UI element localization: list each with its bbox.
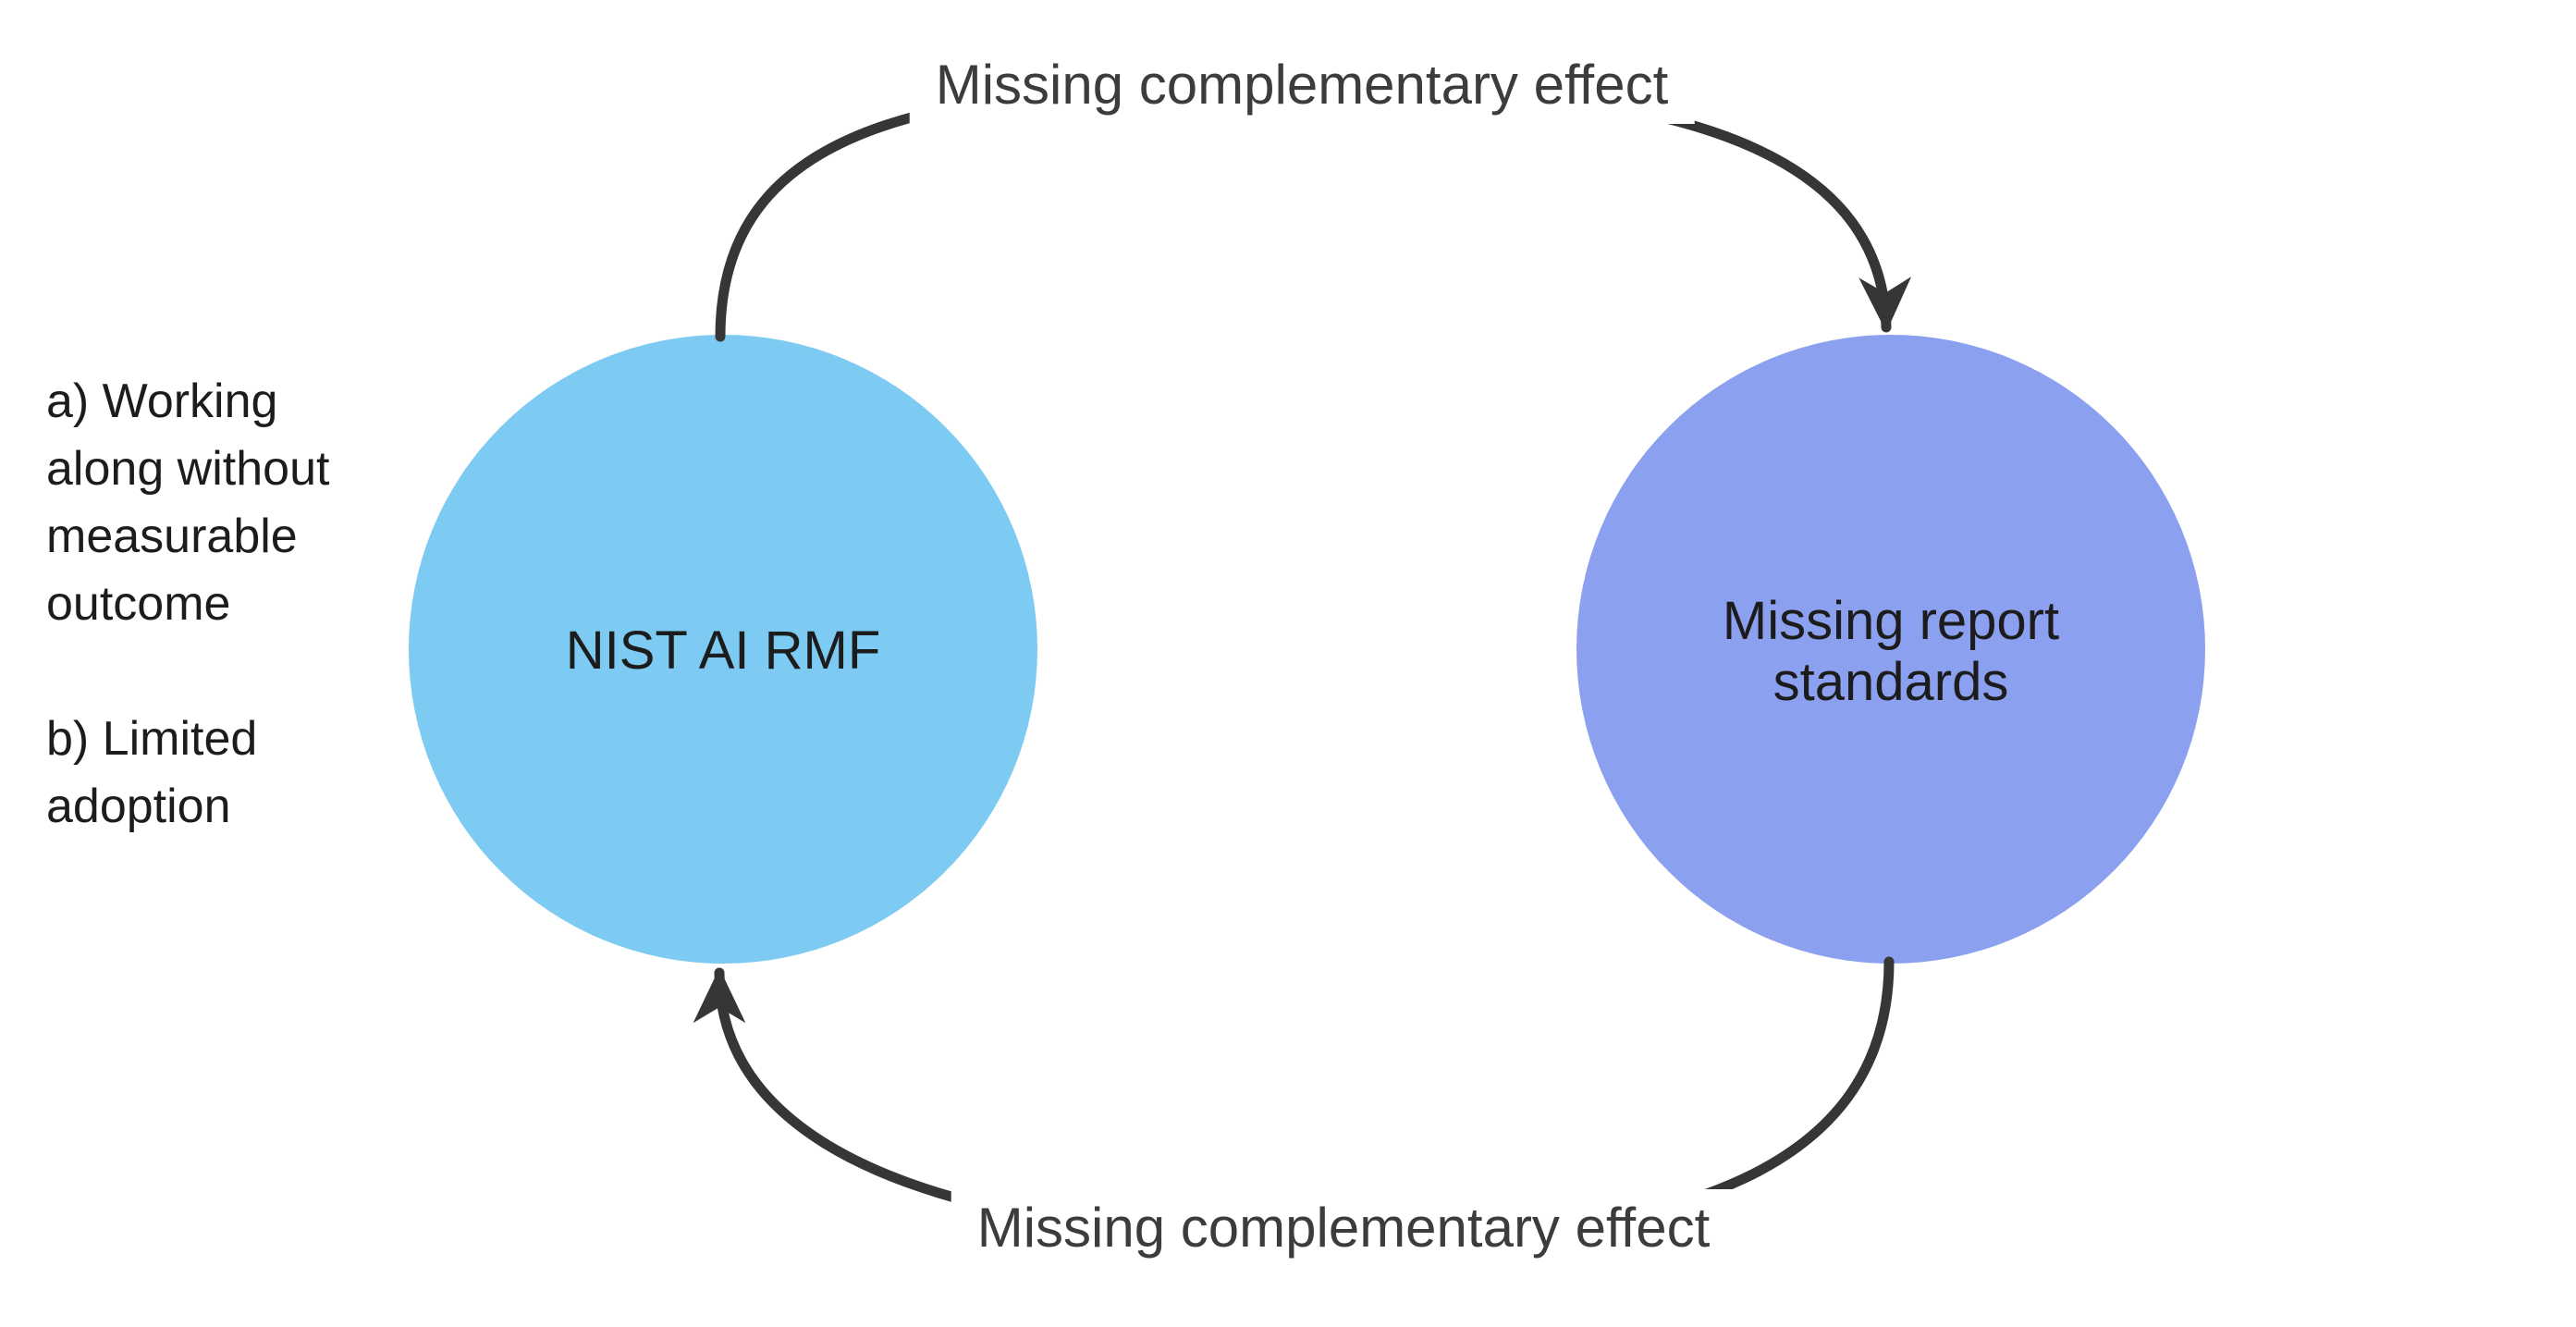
node-missing-report-standards-circle	[1576, 335, 2205, 964]
annotation-line: adoption	[46, 780, 231, 833]
node-missing-report-standards-label-line1: Missing report	[1722, 591, 2060, 651]
node-nist-ai-rmf-label: NIST AI RMF	[565, 620, 881, 681]
node-missing-report-standards-label: Missing report standards	[1723, 591, 2059, 713]
node-nist-ai-rmf-circle	[409, 335, 1037, 964]
annotation-line: measurable	[46, 510, 298, 563]
annotation-line: a) Working	[46, 375, 278, 428]
edge-label-bottom: Missing complementary effect	[951, 1189, 1736, 1267]
annotation-line: along without	[46, 442, 330, 496]
edge-label-top: Missing complementary effect	[909, 46, 1695, 124]
node-missing-report-standards-label-line2: standards	[1773, 652, 2009, 712]
annotation-line: outcome	[46, 577, 231, 631]
annotation-block: a) Working along without measurable outc…	[46, 368, 329, 841]
annotation-line-spacer	[46, 638, 329, 706]
annotation-line: b) Limited	[46, 712, 258, 766]
